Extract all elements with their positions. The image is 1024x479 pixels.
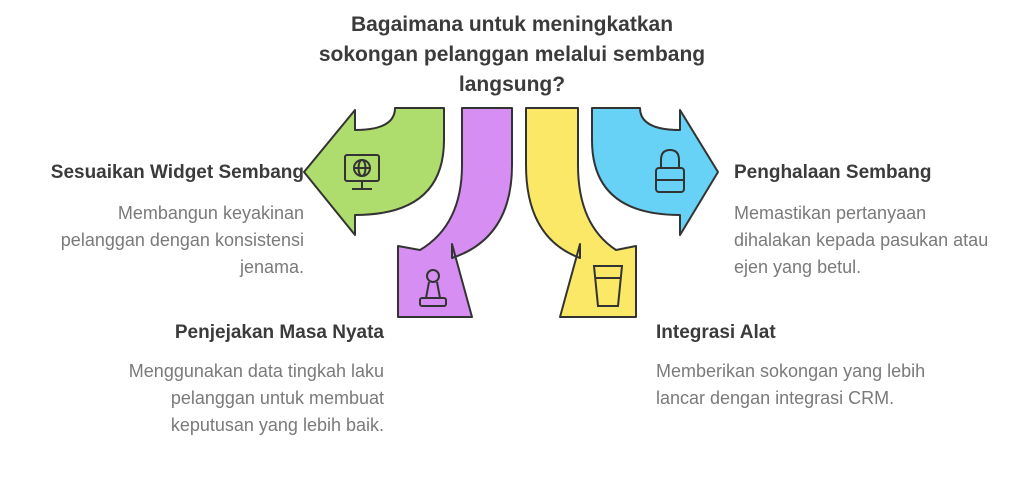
desc-customize-widget: Membangun keyakinan pelanggan dengan kon… [60, 203, 304, 277]
arrow-customize-widget [303, 107, 445, 236]
desc-chat-routing: Memastikan pertanyaan dihalakan kepada p… [734, 203, 989, 277]
chess-pawn-icon [419, 269, 447, 307]
lock-icon [655, 148, 685, 193]
heading-realtime-tracking: Penjejakan Masa Nyata [174, 322, 384, 343]
arrow-realtime-tracking [397, 107, 513, 318]
heading-chat-routing: Penghalaan Sembang [734, 162, 932, 183]
arrow-tool-integration [525, 107, 637, 318]
monitor-globe-icon [344, 154, 380, 190]
diagram-title: Bagaimana untuk meningkatkan sokongan pe… [318, 13, 706, 96]
desc-tool-integration: Memberikan sokongan yang lebih lancar de… [656, 361, 926, 408]
heading-tool-integration: Integrasi Alat [656, 322, 776, 343]
glass-icon [592, 265, 624, 307]
desc-realtime-tracking: Menggunakan data tingkah laku pelanggan … [128, 361, 384, 435]
heading-customize-widget: Sesuaikan Widget Sembang [50, 162, 304, 183]
